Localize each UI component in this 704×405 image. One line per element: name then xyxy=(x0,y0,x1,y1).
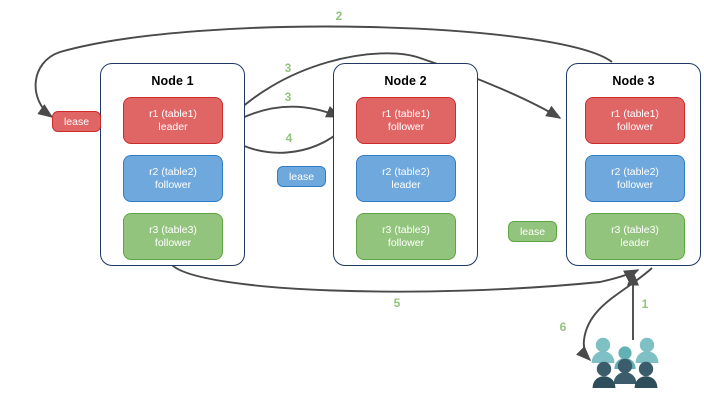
replica-name: r2 (table2) xyxy=(149,165,197,178)
replica-r1[interactable]: r1 (table1) follower xyxy=(356,97,456,144)
node-title: Node 2 xyxy=(384,74,427,88)
node-title: Node 1 xyxy=(151,74,194,88)
replica-name: r3 (table3) xyxy=(611,223,659,236)
lease-badge-r1[interactable]: lease xyxy=(52,111,101,132)
replica-r2[interactable]: r2 (table2) leader xyxy=(356,155,456,202)
replica-role: follower xyxy=(387,236,425,249)
node-box-2[interactable]: Node 2 r1 (table1) follower r2 (table2) … xyxy=(333,63,478,266)
replica-name: r1 (table1) xyxy=(149,107,197,120)
node-title: Node 3 xyxy=(612,74,655,88)
replica-name: r1 (table1) xyxy=(611,107,659,120)
step-label-2: 2 xyxy=(335,9,343,23)
replica-role: follower xyxy=(616,178,654,191)
replica-role: follower xyxy=(154,178,192,191)
replica-r2[interactable]: r2 (table2) follower xyxy=(123,155,223,202)
step-label-4: 4 xyxy=(285,131,293,145)
replica-r1[interactable]: r1 (table1) leader xyxy=(123,97,223,144)
replica-r2[interactable]: r2 (table2) follower xyxy=(585,155,685,202)
replica-name: r3 (table3) xyxy=(382,223,430,236)
node-box-1[interactable]: Node 1 r1 (table1) leader r2 (table2) fo… xyxy=(100,63,245,266)
replica-role: follower xyxy=(387,120,425,133)
replica-role: follower xyxy=(616,120,654,133)
lease-badge-r2[interactable]: lease xyxy=(277,166,326,187)
replica-r3[interactable]: r3 (table3) leader xyxy=(585,213,685,260)
replica-name: r3 (table3) xyxy=(149,223,197,236)
replica-role: leader xyxy=(620,236,650,249)
edge-5-node1-to-node3 xyxy=(171,264,640,293)
step-label-3-lower: 3 xyxy=(284,90,292,104)
replica-role: leader xyxy=(158,120,188,133)
replica-name: r1 (table1) xyxy=(382,107,430,120)
step-label-5: 5 xyxy=(393,296,401,310)
node-box-3[interactable]: Node 3 r1 (table1) follower r2 (table2) … xyxy=(566,63,701,266)
step-label-6: 6 xyxy=(559,320,567,334)
replica-r3[interactable]: r3 (table3) follower xyxy=(356,213,456,260)
replica-name: r2 (table2) xyxy=(382,165,430,178)
lease-badge-r3[interactable]: lease xyxy=(508,221,557,242)
clients-people-icon xyxy=(591,337,659,388)
replica-role: follower xyxy=(154,236,192,249)
replica-r1[interactable]: r1 (table1) follower xyxy=(585,97,685,144)
replica-r3[interactable]: r3 (table3) follower xyxy=(123,213,223,260)
step-label-3-upper: 3 xyxy=(284,61,292,75)
replica-name: r2 (table2) xyxy=(611,165,659,178)
replica-role: leader xyxy=(391,178,421,191)
step-label-1: 1 xyxy=(641,297,649,311)
